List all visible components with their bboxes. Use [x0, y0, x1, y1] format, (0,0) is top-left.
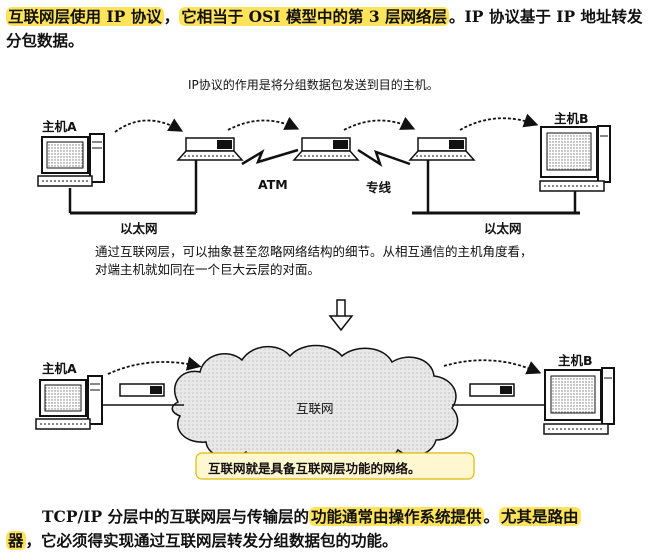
atm-label: ATM — [258, 177, 288, 192]
leased-line-label: 专线 — [366, 180, 392, 195]
router-2 — [292, 137, 360, 161]
intro-highlight-1: 互联网层使用 IP 协议 — [6, 7, 164, 26]
host-a-computer — [37, 133, 105, 187]
banner-box — [195, 452, 475, 480]
outro-highlight-1: 功能通常由操作系统提供 — [309, 507, 484, 526]
leased-link — [357, 148, 411, 167]
host-a-label: 主机A — [42, 119, 77, 134]
router-1 — [176, 137, 244, 161]
banner-text: 互联网就是具备互联网层功能的网络。 — [208, 461, 421, 476]
outro-sep: 。 — [483, 507, 500, 526]
host-a2-label: 主机A — [42, 361, 77, 376]
packet-path-arrows — [114, 113, 539, 133]
ethernet-right-label: 以太网 — [484, 221, 522, 236]
note-line-2: 对端主机就如同在一个巨大云层的对面。 — [95, 262, 321, 277]
outro-rest: ，它必须得实现通过互联网层转发分组数据包的功能。 — [25, 531, 398, 550]
outro-plain: TCP/IP 分层中的互联网层与传输层的 — [42, 507, 309, 526]
intro-highlight-2: 它相当于 OSI 模型中的第 3 层网络层 — [179, 7, 450, 26]
outro-paragraph: TCP/IP 分层中的互联网层与传输层的功能通常由操作系统提供。尤其是路由器，它… — [6, 505, 646, 553]
host-b2-computer — [543, 367, 615, 435]
intro-paragraph: 互联网层使用 IP 协议，它相当于 OSI 模型中的第 3 层网络层。IP 协议… — [6, 5, 646, 53]
atm-link — [241, 148, 299, 166]
host-b-computer — [539, 125, 611, 192]
host-b-label: 主机B — [554, 111, 589, 126]
figure-caption: IP协议的作用是将分组数据包发送到目的主机。 — [188, 78, 439, 92]
packet-left — [119, 383, 165, 397]
outro-highlight-2b: 器 — [6, 531, 26, 550]
cloud-path-arrows — [107, 356, 542, 375]
figure-note: 通过互联网层，可以抽象甚至忽略网络结构的细节。从相互通信的主机角度看， 对端主机… — [95, 243, 533, 279]
ethernet-left-label: 以太网 — [120, 221, 158, 236]
down-arrow-icon — [328, 299, 354, 332]
packet-right — [469, 383, 515, 397]
intro-rest: 。IP 协议基于 IP 地址转发分包数据。 — [6, 7, 643, 50]
cloud-label: 互联网 — [296, 401, 334, 416]
outro-highlight-2a: 尤其是路由 — [499, 507, 581, 526]
host-b2-label: 主机B — [558, 353, 593, 368]
note-line-1: 通过互联网层，可以抽象甚至忽略网络结构的细节。从相互通信的主机角度看， — [95, 244, 533, 259]
router-3 — [408, 137, 476, 161]
intro-sep: ， — [163, 7, 180, 26]
host-a2-computer — [35, 375, 103, 430]
